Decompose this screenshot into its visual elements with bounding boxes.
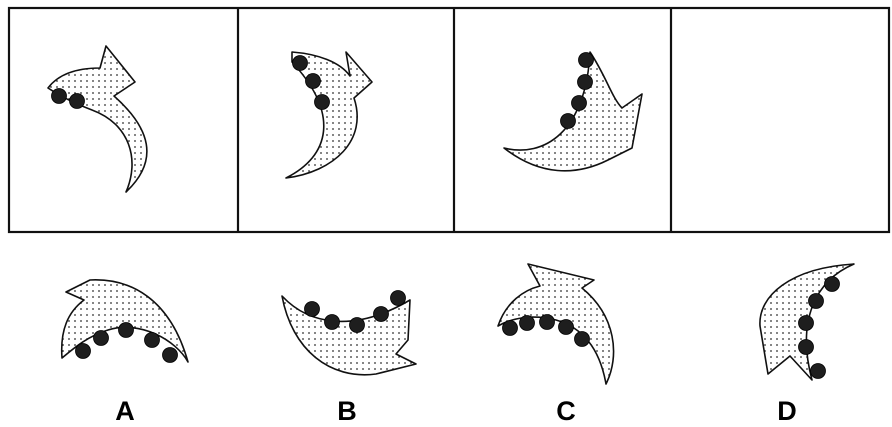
panel-1 bbox=[48, 46, 147, 192]
ball bbox=[503, 321, 518, 336]
ball bbox=[579, 53, 594, 68]
option-label-a: A bbox=[115, 396, 135, 426]
ball bbox=[572, 96, 587, 111]
ball bbox=[520, 316, 535, 331]
ball bbox=[391, 291, 406, 306]
ball bbox=[119, 323, 134, 338]
option-d[interactable]: D bbox=[760, 264, 854, 426]
ball bbox=[306, 74, 321, 89]
ball bbox=[293, 56, 308, 71]
arrow-shape-1 bbox=[48, 46, 147, 192]
option-label-b: B bbox=[337, 396, 357, 426]
option-label-d: D bbox=[777, 396, 797, 426]
ball bbox=[145, 333, 160, 348]
ball bbox=[70, 94, 85, 109]
panel-3 bbox=[504, 52, 642, 171]
ball bbox=[561, 114, 576, 129]
ball bbox=[540, 315, 555, 330]
arrow-shape-b bbox=[282, 296, 416, 375]
ball bbox=[811, 364, 826, 379]
ball bbox=[825, 277, 840, 292]
option-label-c: C bbox=[556, 396, 576, 426]
ball bbox=[799, 316, 814, 331]
arrow-shape-3 bbox=[504, 52, 642, 171]
ball bbox=[163, 348, 178, 363]
ball bbox=[578, 75, 593, 90]
ball bbox=[799, 340, 814, 355]
ball bbox=[559, 320, 574, 335]
ball bbox=[305, 302, 320, 317]
ball bbox=[575, 332, 590, 347]
question-frame bbox=[9, 8, 889, 232]
arrow-shape-2 bbox=[286, 52, 372, 178]
ball bbox=[809, 294, 824, 309]
ball bbox=[350, 318, 365, 333]
ball bbox=[76, 344, 91, 359]
ball bbox=[52, 89, 67, 104]
ball bbox=[94, 331, 109, 346]
question-row bbox=[9, 8, 889, 232]
ball bbox=[315, 95, 330, 110]
option-c[interactable]: C bbox=[498, 264, 614, 426]
ball bbox=[374, 307, 389, 322]
ball bbox=[325, 315, 340, 330]
option-b[interactable]: B bbox=[282, 291, 416, 427]
panel-2 bbox=[286, 52, 372, 178]
option-a[interactable]: A bbox=[62, 280, 188, 426]
